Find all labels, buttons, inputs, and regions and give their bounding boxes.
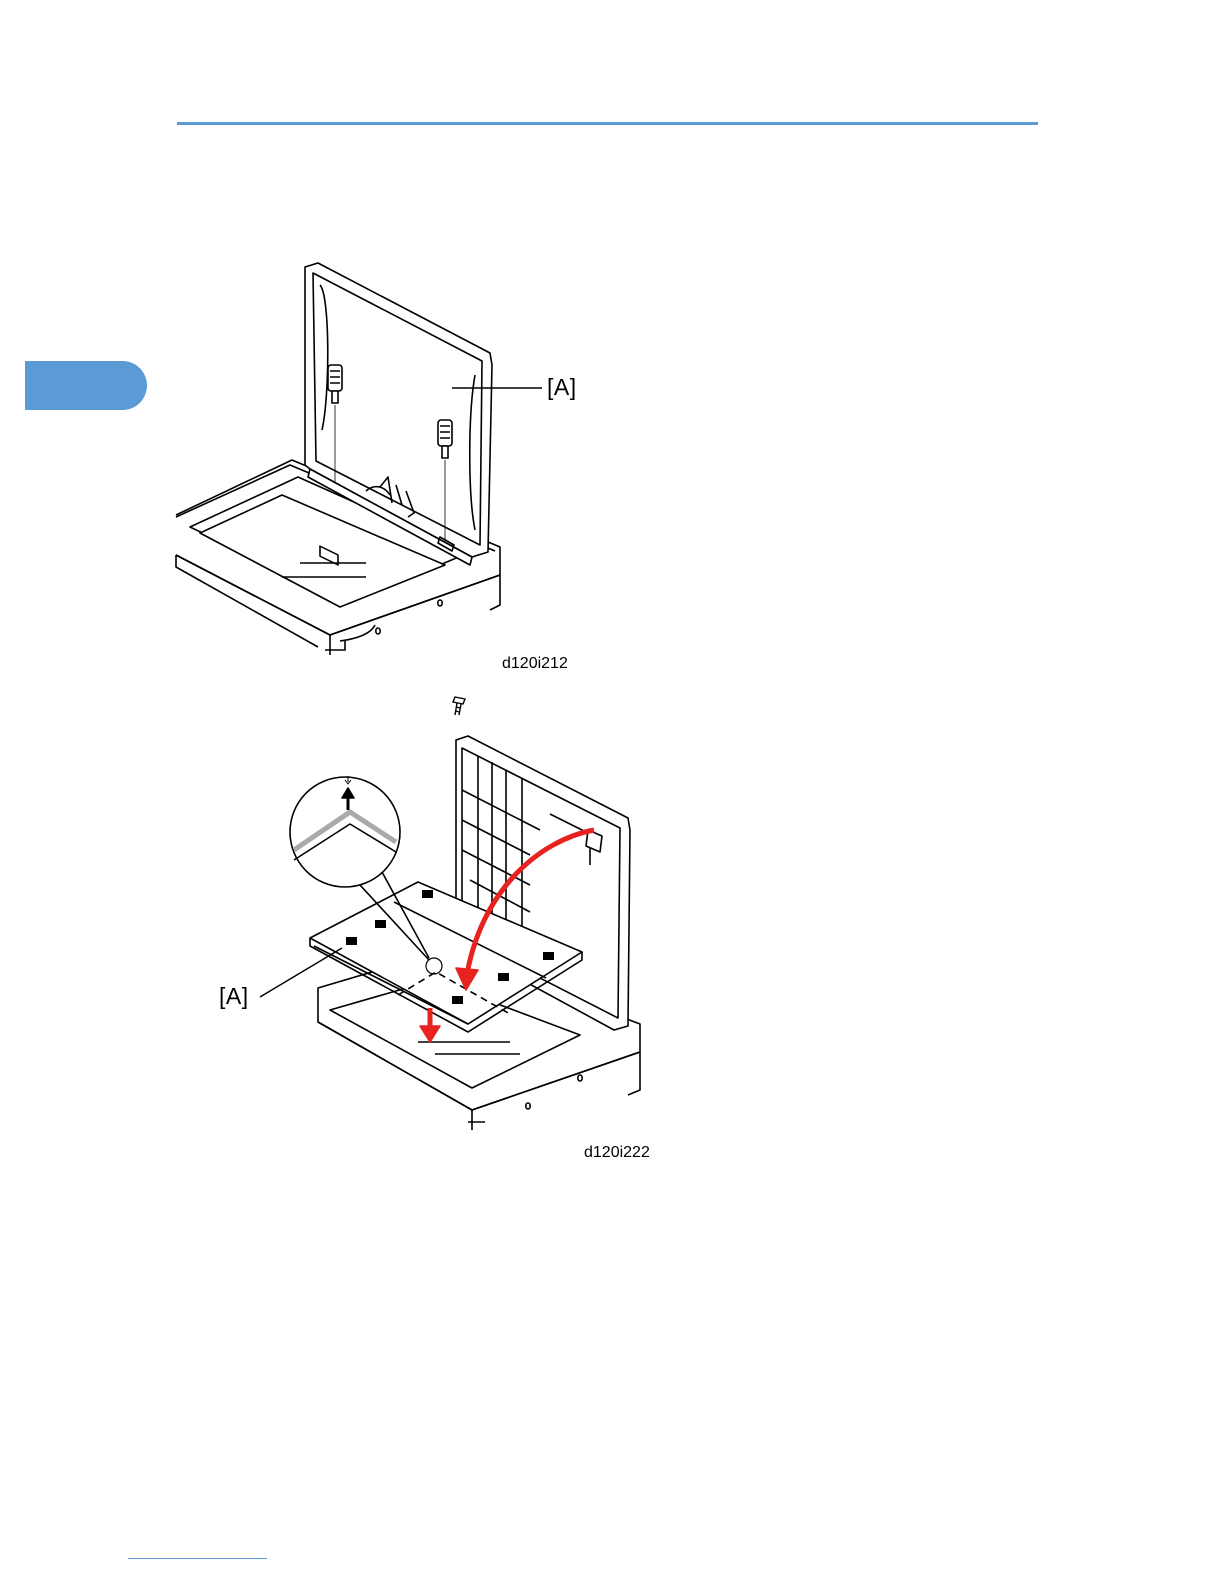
header-rule	[177, 122, 1038, 125]
chapter-tab	[25, 361, 147, 410]
callout-label: [A]	[219, 983, 249, 1010]
figure-id: d120i212	[502, 655, 568, 673]
footer-rule	[128, 1558, 267, 1559]
figure-id: d120i222	[584, 1144, 650, 1162]
figure-platen-cover-studs	[170, 255, 600, 675]
figure-platen-sheet	[210, 690, 670, 1170]
callout-label: [A]	[547, 374, 577, 401]
